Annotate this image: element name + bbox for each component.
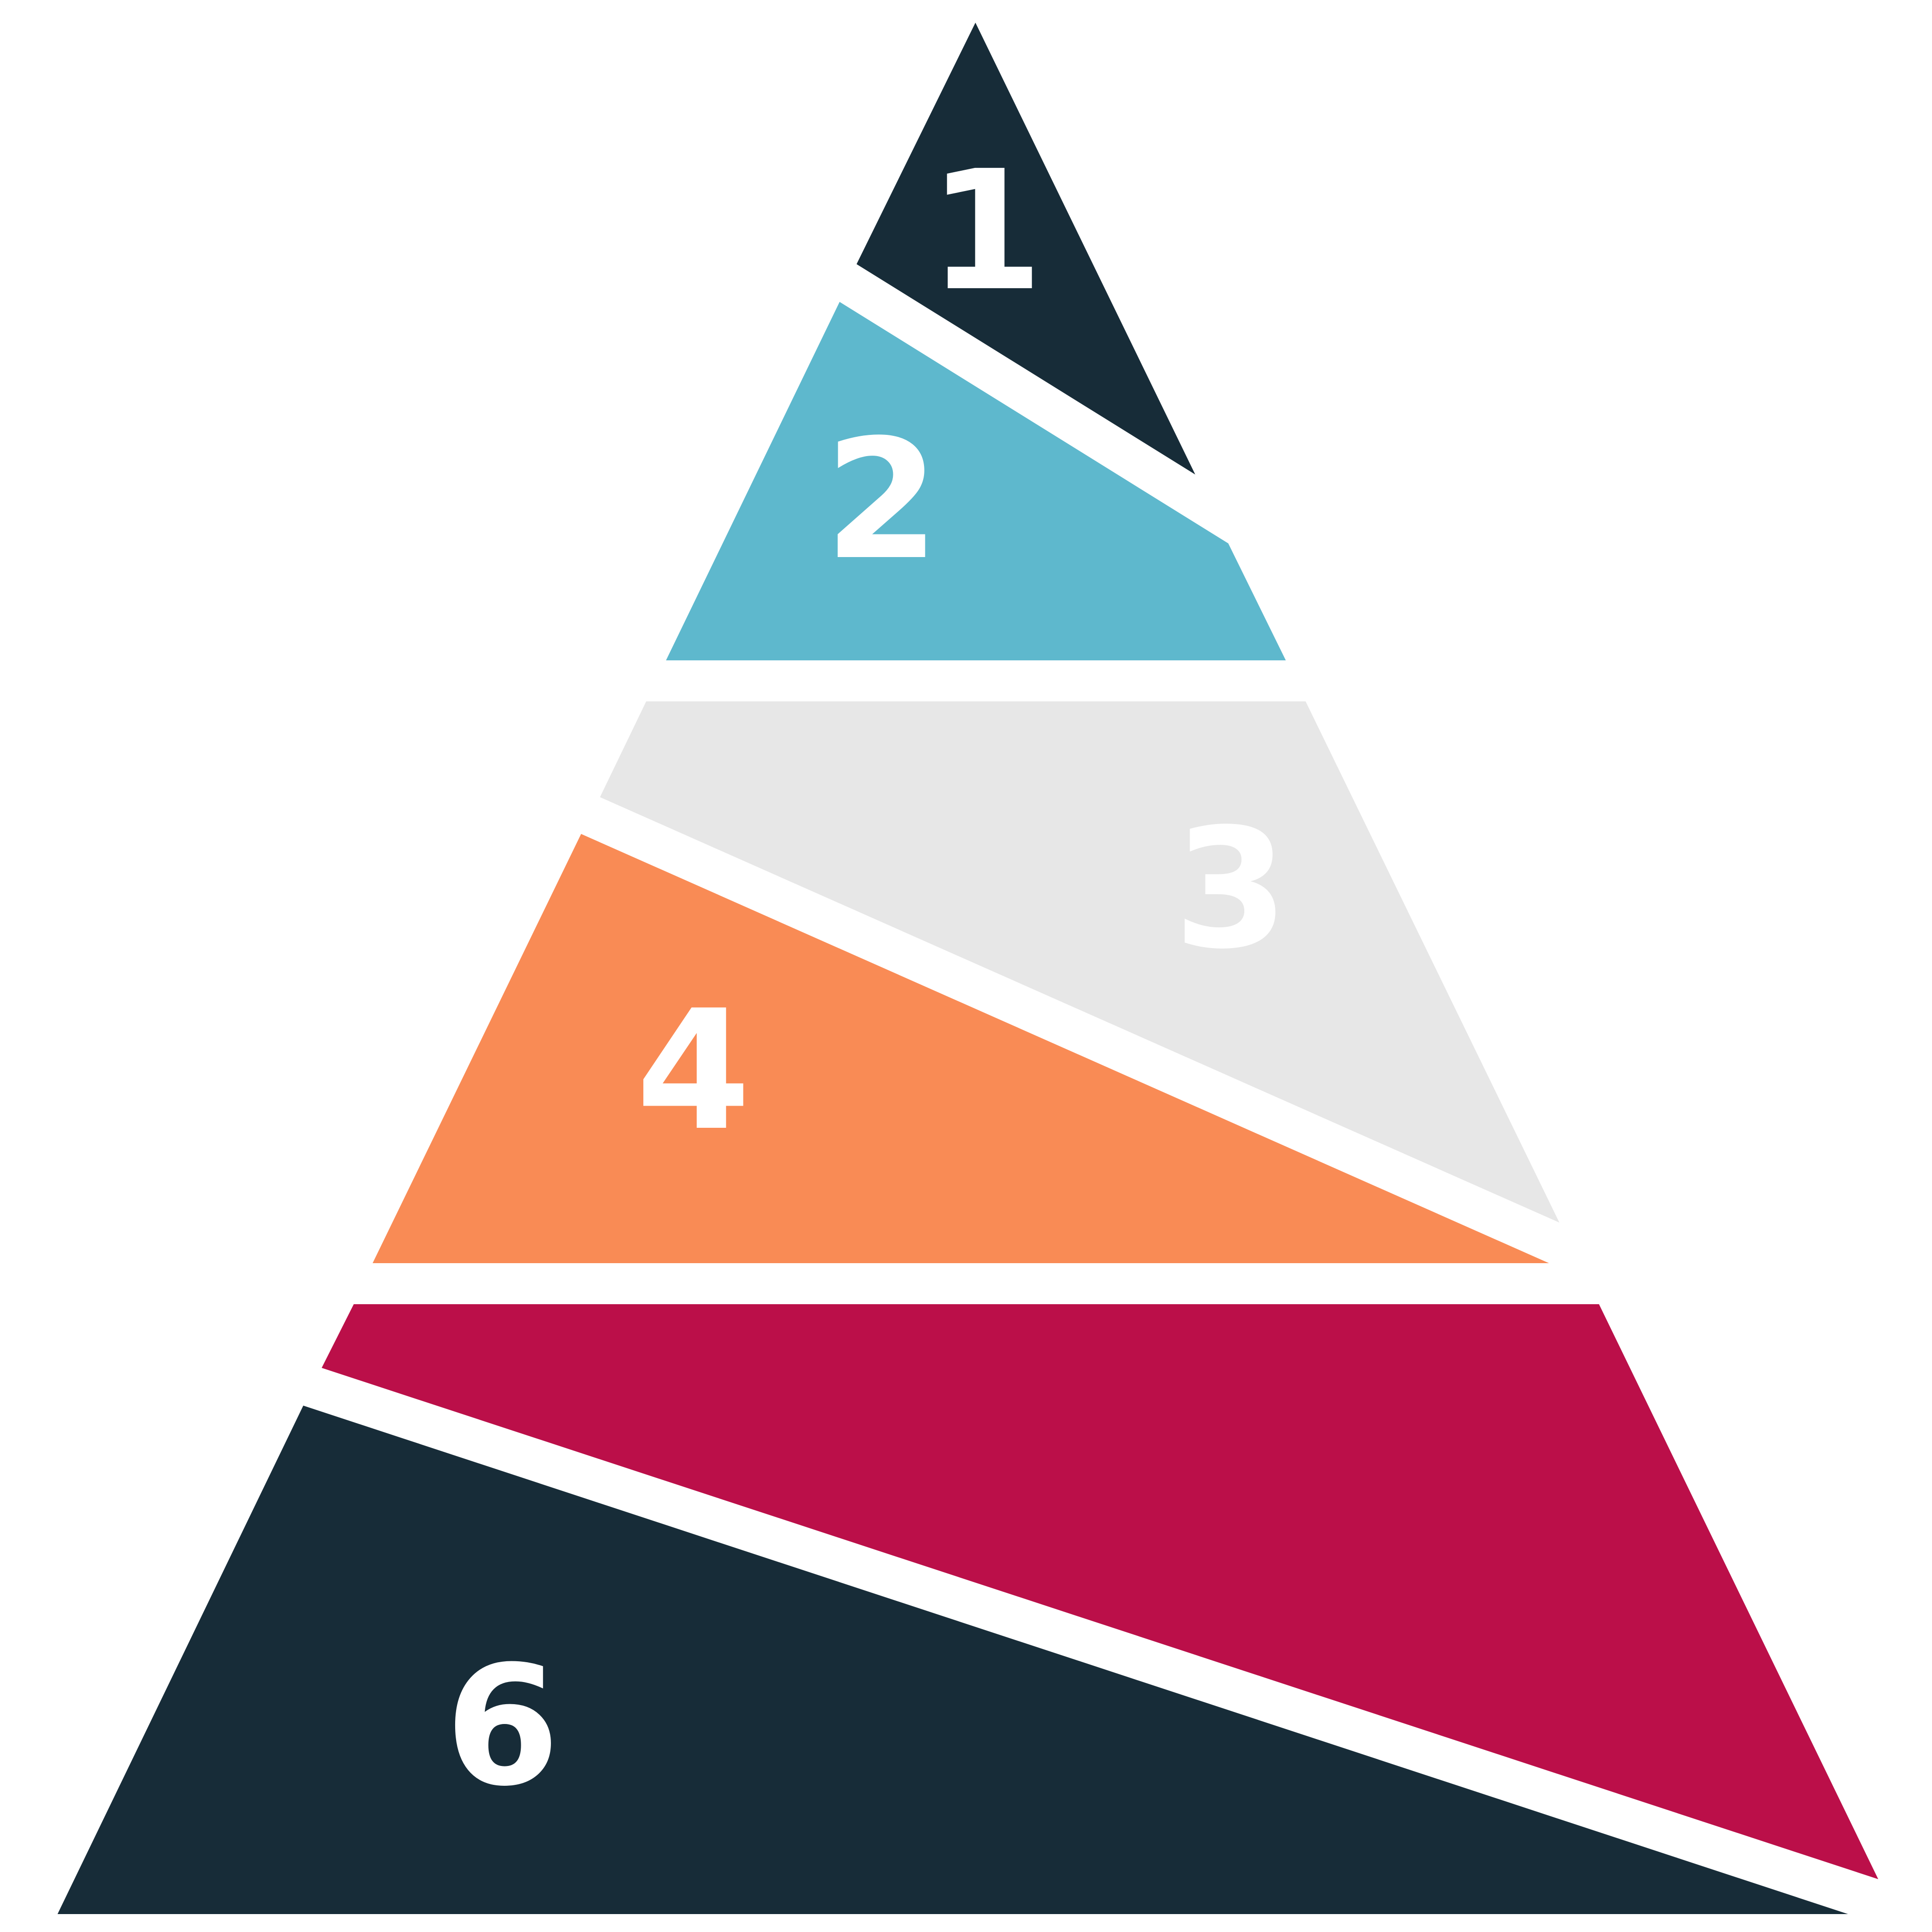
segment-4-number: 4: [636, 974, 751, 1167]
segment-2-number: 2: [824, 404, 940, 596]
pyramid-segment-6: 6: [58, 1406, 1848, 1914]
segment-3-number: 3: [1174, 793, 1289, 985]
pyramid-segment-4: 4: [373, 834, 1549, 1263]
segment-3-shape: [600, 701, 1559, 1223]
pyramid-segment-5: [322, 1304, 1878, 1879]
segment-6-shape: [58, 1406, 1848, 1914]
segment-2-shape: [666, 302, 1286, 660]
pyramid-segment-3: 3: [600, 701, 1559, 1223]
segment-5-shape: [322, 1304, 1878, 1879]
segment-1-number: 1: [928, 135, 1043, 327]
pyramid-segment-2: 2: [666, 302, 1286, 660]
segment-6-number: 6: [445, 1630, 560, 1823]
segment-1-shape: [857, 23, 1195, 475]
pyramid-segment-1: 1: [857, 23, 1195, 475]
segment-4-shape: [373, 834, 1549, 1263]
